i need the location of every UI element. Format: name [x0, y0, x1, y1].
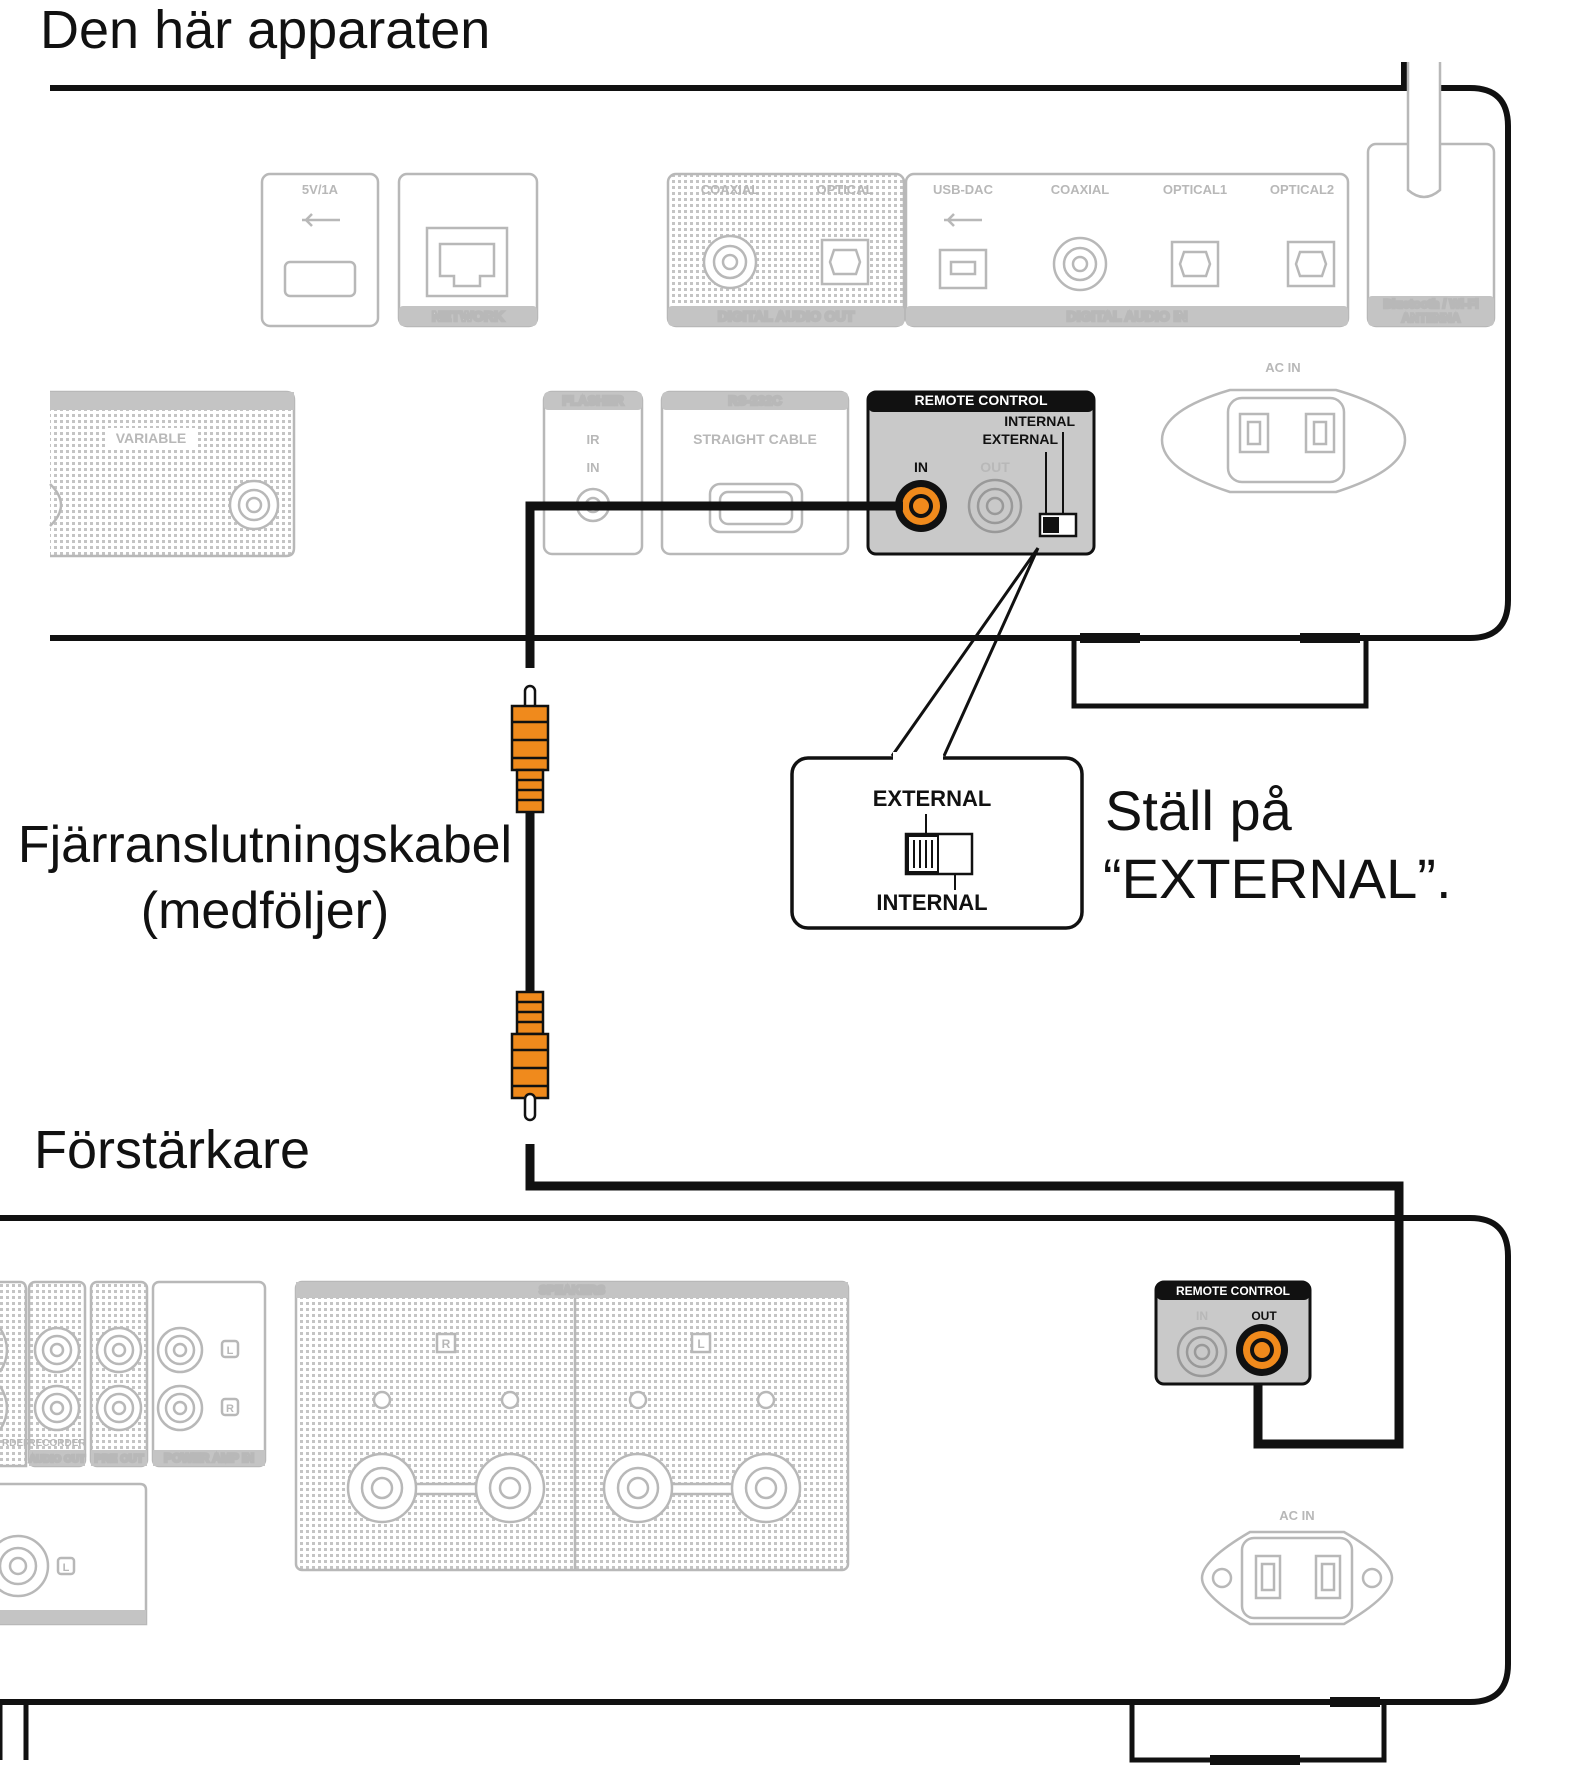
ac-in-label: AC IN — [1265, 360, 1300, 375]
recorder-label: RECORDER — [28, 1438, 86, 1449]
power-amp-l-label: L — [227, 1345, 234, 1357]
flasher-port: FLASHER IR IN — [542, 390, 644, 556]
audio-out-label: AUDIO OUT — [29, 1454, 85, 1465]
recorder-audio-out: RECORDER AUDIO OUT — [28, 1280, 86, 1468]
rc-in-jack — [895, 480, 947, 532]
flasher-in-label: IN — [587, 460, 600, 475]
device-outline — [50, 62, 1511, 709]
pre-out: PRE OUT — [89, 1280, 149, 1468]
switch-callout: EXTERNAL INTERNAL — [790, 547, 1084, 930]
antenna-label-line2: ANTENNA — [1402, 311, 1461, 325]
rc-internal-label: INTERNAL — [1004, 413, 1075, 429]
device-title: Den här apparaten — [40, 0, 490, 60]
remote-control-label: REMOTE CONTROL — [915, 392, 1048, 408]
amp-rc-in-jack — [1176, 1326, 1228, 1378]
recorder-partial-label: RDER — [2, 1438, 31, 1449]
network-port: NETWORK — [397, 172, 539, 328]
remote-control-device: REMOTE CONTROL INTERNAL EXTERNAL IN OUT — [866, 390, 1096, 556]
antenna-label-line1: Bluetooth / Wi-Fi — [1383, 297, 1478, 311]
speakers-label: SPEAKERS — [539, 1283, 605, 1297]
usb-power-label: 5V/1A — [302, 182, 339, 197]
lower-l-label: L — [63, 1562, 70, 1574]
rs232c-port: RS-232C STRAIGHT CABLE — [660, 390, 850, 556]
remote-control-amp: REMOTE CONTROL IN OUT — [1154, 1280, 1312, 1386]
remote-cable — [525, 501, 1404, 1449]
amp-rc-out-jack — [1236, 1324, 1288, 1376]
amplifier-outline — [0, 1215, 1511, 1765]
amp-rc-out-label: OUT — [1251, 1309, 1277, 1323]
speaker-l-label: L — [697, 1337, 704, 1351]
amp-ac-inlet: AC IN — [1200, 1508, 1394, 1626]
callout-internal-label: INTERNAL — [876, 890, 987, 915]
instruction-line1: Ställ på — [1105, 779, 1293, 842]
straight-cable-label: STRAIGHT CABLE — [693, 431, 817, 447]
device-panel: 5V/1A NETWORK DIGITAL AUDIO OUT COAXIAL … — [49, 62, 1496, 558]
recorder-in-partial: RDER — [0, 1280, 31, 1468]
usb-power-port: 5V/1A — [260, 172, 380, 328]
digital-audio-in: DIGITAL AUDIO IN USB-DAC COAXIAL OPTICAL… — [904, 172, 1350, 328]
rc-in-label: IN — [914, 459, 928, 475]
digital-audio-out: DIGITAL AUDIO OUT COAXIAL OPTICAL — [666, 172, 906, 328]
rca-plug-top — [510, 684, 550, 814]
amplifier-panel: RDER RECORDER AUDIO OUT PRE OUT L R — [0, 1280, 1394, 1626]
coaxial-in-label: COAXIAL — [1051, 182, 1110, 197]
optical2-label: OPTICAL2 — [1270, 182, 1334, 197]
amp-remote-control-label: REMOTE CONTROL — [1176, 1284, 1290, 1298]
instruction-line2: “EXTERNAL”. — [1103, 847, 1452, 910]
pre-out-label: PRE OUT — [95, 1453, 144, 1465]
optical1-label: OPTICAL1 — [1163, 182, 1227, 197]
ac-inlet: AC IN — [1160, 360, 1407, 494]
variable-output-partial: VARIABLE — [49, 390, 296, 558]
amplifier-title: Förstärkare — [34, 1120, 310, 1180]
network-label: NETWORK — [432, 308, 504, 324]
cable-label-line1: Fjärranslutningskabel — [18, 816, 512, 874]
antenna-port: Bluetooth / Wi-Fi ANTENNA — [1366, 62, 1496, 328]
usb-dac-label: USB-DAC — [933, 182, 994, 197]
power-amp-in: L R POWER AMP IN — [151, 1280, 267, 1468]
callout-external-label: EXTERNAL — [873, 786, 992, 811]
variable-label: VARIABLE — [116, 430, 187, 446]
rc-out-label: OUT — [980, 459, 1010, 475]
speaker-terminals: SPEAKERS R L — [294, 1280, 850, 1572]
flasher-label: FLASHER — [562, 393, 624, 408]
rca-plug-bottom — [510, 990, 550, 1122]
cable-label-line2: (medföljer) — [141, 882, 390, 940]
power-amp-in-label: POWER AMP IN — [164, 1451, 254, 1465]
digital-audio-in-label: DIGITAL AUDIO IN — [1066, 308, 1187, 324]
digital-audio-out-label: DIGITAL AUDIO OUT — [718, 308, 855, 324]
rc-external-label: EXTERNAL — [983, 431, 1059, 447]
amp-rc-in-label: IN — [1196, 1309, 1208, 1323]
digital-out-optical-label: OPTICAL — [816, 182, 873, 197]
power-amp-r-label: R — [226, 1403, 234, 1415]
lower-input-partial: L — [0, 1482, 148, 1626]
rc-mode-switch — [1038, 512, 1078, 538]
flasher-ir-label: IR — [587, 432, 601, 447]
digital-out-coaxial-label: COAXIAL — [701, 182, 760, 197]
callout-switch-icon — [904, 832, 974, 876]
rs232c-label: RS-232C — [728, 393, 782, 408]
speaker-r-label: R — [442, 1337, 451, 1351]
amp-ac-in-label: AC IN — [1279, 1508, 1314, 1523]
rc-out-jack — [967, 478, 1023, 534]
